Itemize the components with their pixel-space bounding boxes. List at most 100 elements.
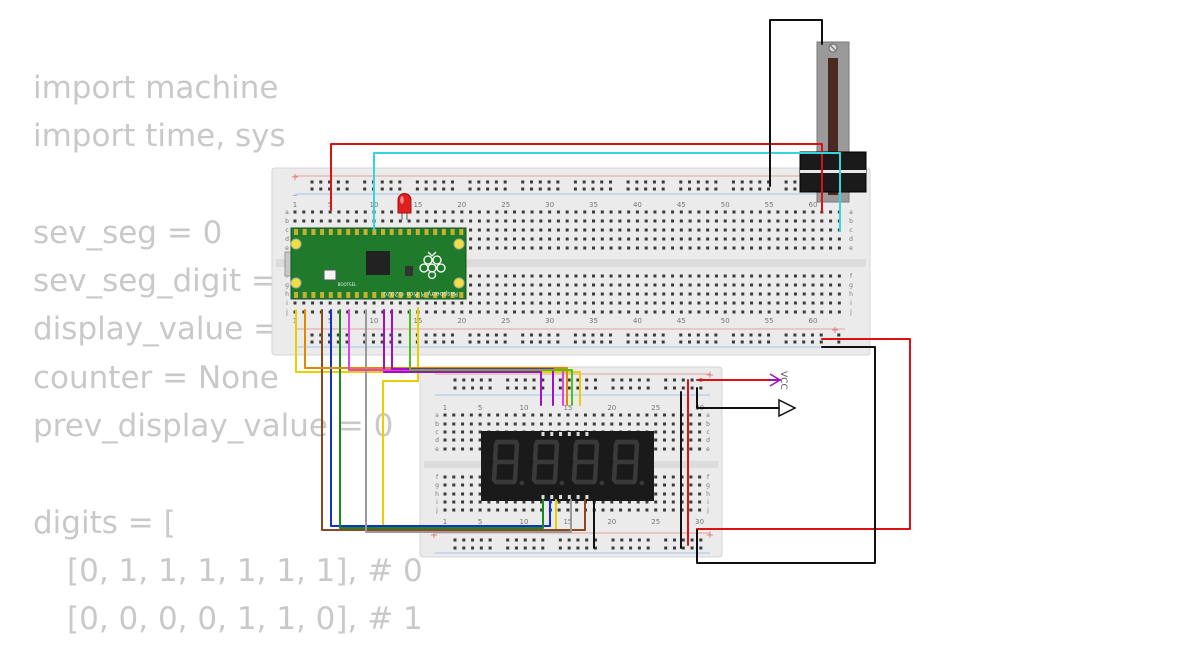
rail-hole xyxy=(699,538,703,542)
breadboard-hole xyxy=(698,438,702,442)
slide-potentiometer[interactable] xyxy=(799,41,867,203)
breadboard-hole xyxy=(811,283,815,287)
pico-pin xyxy=(441,229,446,235)
rail-hole xyxy=(477,180,481,184)
breadboard-hole xyxy=(645,508,649,512)
column-number: 35 xyxy=(589,317,598,325)
breadboard-hole xyxy=(346,219,350,223)
ground-symbol-icon xyxy=(778,398,797,418)
rail-hole xyxy=(389,180,393,184)
rail-hole xyxy=(503,187,507,191)
breadboard-hole xyxy=(328,301,332,305)
column-number: 10 xyxy=(520,404,529,412)
breadboard-hole xyxy=(416,301,420,305)
row-letter: j xyxy=(435,507,438,514)
breadboard-hole xyxy=(557,422,561,426)
main-breadboard-bottom-rail-holes xyxy=(310,333,841,344)
breadboard-hole xyxy=(548,413,552,417)
column-number: 10 xyxy=(520,518,529,526)
breadboard-hole xyxy=(662,219,666,223)
breadboard-hole xyxy=(583,237,587,241)
row-letter: a xyxy=(706,412,710,419)
breadboard-hole xyxy=(811,274,815,278)
rail-hole xyxy=(609,333,613,337)
rail-hole xyxy=(521,180,525,184)
breadboard-hole xyxy=(697,237,701,241)
breadboard-hole xyxy=(565,283,569,287)
breadboard-hole xyxy=(688,210,692,214)
breadboard-hole xyxy=(478,447,482,451)
breadboard-hole xyxy=(565,228,569,232)
breadboard-hole xyxy=(654,508,658,512)
breadboard-hole xyxy=(714,246,718,250)
column-number: 40 xyxy=(633,317,642,325)
row-letter: b xyxy=(285,218,289,225)
breadboard-hole xyxy=(539,246,543,250)
breadboard-hole xyxy=(548,237,552,241)
column-number: 15 xyxy=(563,518,572,526)
rail-hole xyxy=(591,187,595,191)
column-number: 35 xyxy=(589,201,598,209)
breadboard-hole xyxy=(679,210,683,214)
row-letter: h xyxy=(706,491,710,498)
rail-hole xyxy=(740,340,744,344)
breadboard-hole xyxy=(469,210,473,214)
led[interactable] xyxy=(397,193,412,221)
rail-hole xyxy=(705,187,709,191)
rail-hole xyxy=(600,187,604,191)
breadboard-hole xyxy=(469,310,473,314)
breadboard-hole xyxy=(758,219,762,223)
breadboard-hole xyxy=(785,310,789,314)
breadboard-hole xyxy=(575,500,579,504)
breadboard-hole xyxy=(556,219,560,223)
breadboard-hole xyxy=(495,228,499,232)
breadboard-hole xyxy=(461,447,465,451)
breadboard-hole xyxy=(680,430,684,434)
breadboard-hole xyxy=(609,274,613,278)
pico-bootsel-button[interactable] xyxy=(323,269,337,281)
breadboard-hole xyxy=(460,219,464,223)
breadboard-hole xyxy=(776,292,780,296)
breadboard-hole xyxy=(662,292,666,296)
breadboard-hole xyxy=(776,274,780,278)
breadboard-hole xyxy=(530,283,534,287)
breadboard-hole xyxy=(750,237,754,241)
rail-hole xyxy=(637,386,641,390)
breadboard-hole xyxy=(337,219,341,223)
breadboard-hole xyxy=(741,310,745,314)
row-letter: j xyxy=(849,309,852,316)
breadboard-hole xyxy=(574,228,578,232)
rail-hole xyxy=(521,340,525,344)
rail-hole xyxy=(585,546,589,550)
breadboard-hole xyxy=(671,413,675,417)
breadboard-hole xyxy=(433,210,437,214)
rail-hole xyxy=(363,333,367,337)
breadboard-hole xyxy=(829,274,833,278)
rail-hole xyxy=(576,546,580,550)
breadboard-hole xyxy=(600,292,604,296)
breadboard-hole xyxy=(487,422,491,426)
breadboard-hole xyxy=(513,283,516,287)
column-number: 50 xyxy=(721,201,730,209)
breadboard-hole xyxy=(583,292,587,296)
breadboard-hole xyxy=(793,292,797,296)
breadboard-hole xyxy=(477,219,481,223)
column-number: 10 xyxy=(370,317,379,325)
column-number: 30 xyxy=(545,201,554,209)
rail-hole xyxy=(705,333,709,337)
breadboard-hole xyxy=(654,500,658,504)
wire-cyan xyxy=(373,152,841,232)
breadboard-hole xyxy=(469,475,473,479)
breadboard-hole xyxy=(398,310,402,314)
pico-pin xyxy=(415,229,420,235)
breadboard-hole xyxy=(776,246,780,250)
breadboard-hole xyxy=(460,210,464,214)
rail-hole xyxy=(532,386,536,390)
breadboard-hole xyxy=(732,310,736,314)
breadboard-hole xyxy=(548,246,552,250)
rail-hole xyxy=(506,546,510,550)
column-number: 20 xyxy=(457,317,466,325)
pico-board[interactable]: BOOTSEL Raspberry Pi Pico ©2020 xyxy=(284,227,467,300)
breadboard-hole xyxy=(539,292,543,296)
segment xyxy=(553,441,560,463)
